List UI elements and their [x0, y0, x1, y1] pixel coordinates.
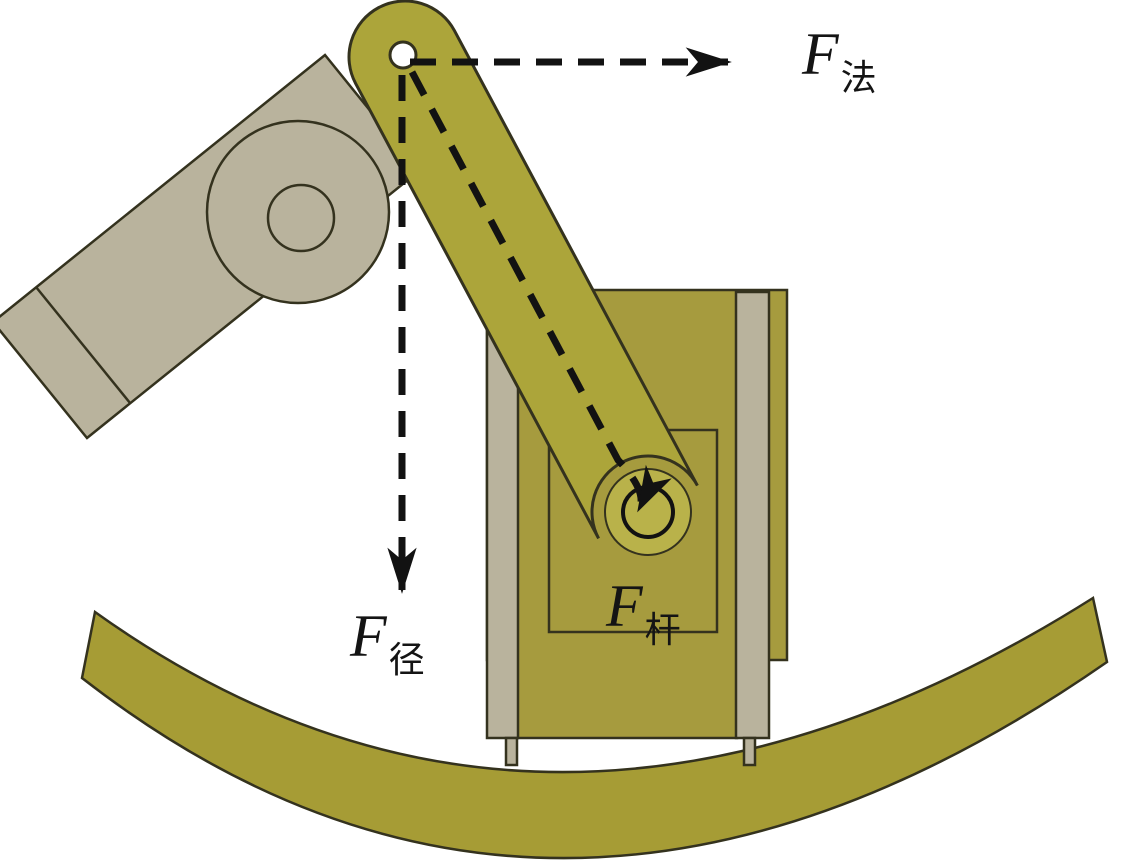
- crank-arm-endcap-line: [35, 286, 131, 404]
- block-right-rail: [734, 290, 771, 740]
- label-force-gan-base: F: [606, 573, 643, 639]
- label-force-fa-base: F: [802, 21, 839, 87]
- mechanism-parts: [0, 0, 1109, 860]
- rod-bottom-pin-boss: [604, 468, 692, 556]
- label-force-gan: F杆: [606, 573, 681, 648]
- force-arrow-gan: [408, 70, 672, 513]
- label-force-gan-sub: 杆: [644, 610, 681, 650]
- block-right-foot: [742, 736, 757, 767]
- rod-bottom-pin-ring: [621, 485, 675, 539]
- label-force-fa-sub: 法: [840, 58, 877, 98]
- force-vectors: [387, 47, 732, 594]
- connecting-rod: [347, 0, 699, 540]
- rod-top-pin-hole: [388, 40, 418, 70]
- label-force-jing-sub: 径: [388, 640, 425, 680]
- crank-boss-inner-circle: [266, 183, 336, 253]
- rocker-arc: [80, 595, 1109, 860]
- block-left-foot: [504, 736, 519, 767]
- label-force-fa: F法: [802, 21, 877, 96]
- label-force-jing: F径: [350, 603, 425, 678]
- label-force-jing-base: F: [350, 603, 387, 669]
